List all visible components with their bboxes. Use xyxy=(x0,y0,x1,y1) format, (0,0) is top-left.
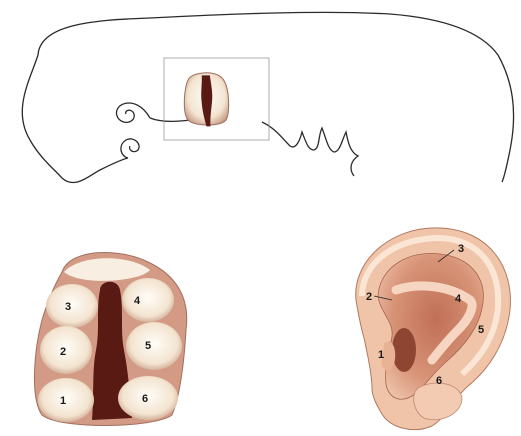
hillock-label-3: 3 xyxy=(65,301,71,313)
hillock-3 xyxy=(46,284,98,328)
embryo-outline-icon xyxy=(38,12,514,182)
ear-lobe xyxy=(414,383,462,420)
embryo-tail xyxy=(262,122,358,176)
ear-label-4: 4 xyxy=(455,293,462,305)
adult-ear: 3 2 4 5 1 6 xyxy=(356,228,511,430)
ear-label-5: 5 xyxy=(478,324,484,336)
hillock-5 xyxy=(126,322,182,370)
hillock-label-2: 2 xyxy=(60,346,66,358)
hillock-label-6: 6 xyxy=(142,393,148,405)
ear-canal xyxy=(392,328,416,372)
auricular-hillocks: 3 4 2 5 1 6 xyxy=(34,253,186,426)
hillock-label-1: 1 xyxy=(60,395,66,407)
hillock-label-4: 4 xyxy=(134,295,141,307)
hillock-4 xyxy=(122,278,174,322)
ear-label-2: 2 xyxy=(366,291,372,303)
hillock-label-5: 5 xyxy=(145,340,151,352)
ear-label-1: 1 xyxy=(378,349,384,361)
embryo-outline xyxy=(22,12,513,182)
spiral-curl xyxy=(121,139,139,158)
ear-label-6: 6 xyxy=(436,375,442,387)
ear-label-3: 3 xyxy=(458,243,464,255)
small-hillocks xyxy=(184,73,228,127)
